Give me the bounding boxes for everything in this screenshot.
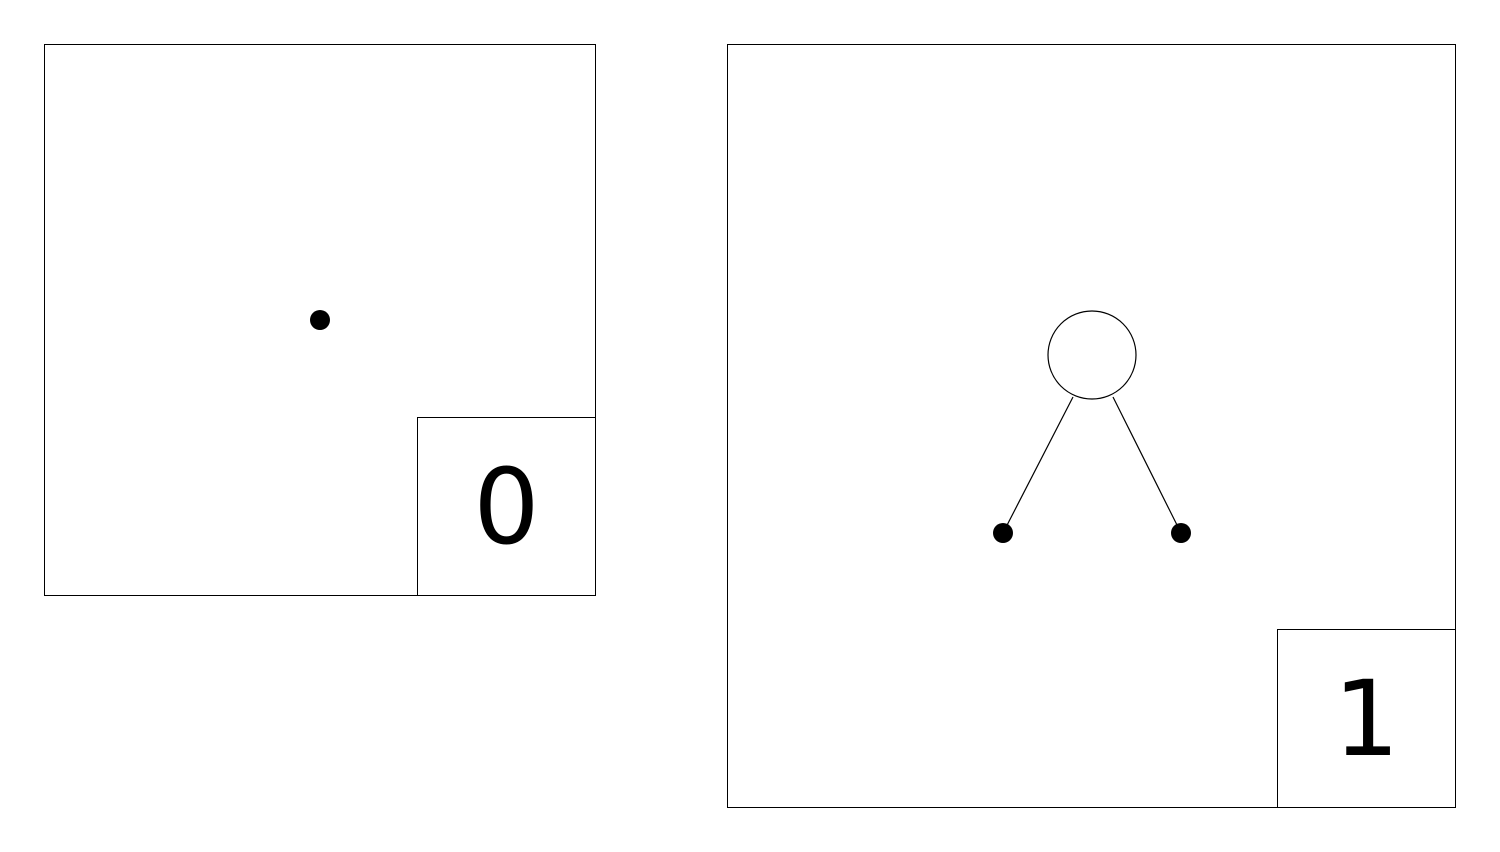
leaf-node-left [993,523,1013,543]
tree-diagram-0 [310,310,330,330]
internal-node [1047,310,1137,400]
panel-index-text: 1 [1333,657,1400,780]
tree-diagram-1 [993,310,1191,543]
panel-index-label: 1 [1277,629,1456,808]
tree-edge-left [1002,396,1074,534]
tree-panel-0: 0 [44,44,596,596]
panel-index-text: 0 [473,445,540,568]
leaf-node-right [1171,523,1191,543]
tree-edge-right [1112,396,1182,534]
tree-panel-1: 1 [727,44,1456,808]
leaf-node [310,310,330,330]
panel-index-label: 0 [417,417,596,596]
